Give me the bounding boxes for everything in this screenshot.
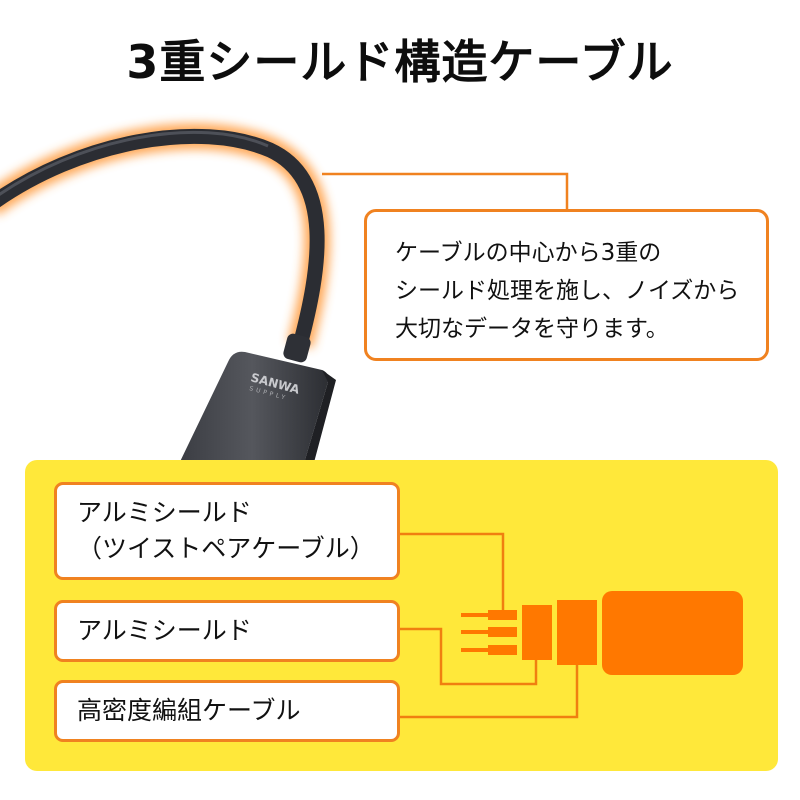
- layer-label-text: 高密度編組ケーブル: [77, 696, 301, 725]
- layer-label-text: アルミシールド: [77, 498, 252, 527]
- layer-label-twisted-pair-shield: アルミシールド （ツイストペアケーブル）: [54, 482, 400, 580]
- description-callout: ケーブルの中心から3重の シールド処理を施し、ノイズから 大切なデータを守ります…: [364, 209, 769, 361]
- layer-label-subtext: （ツイストペアケーブル）: [77, 534, 375, 563]
- callout-line-3: 大切なデータを守ります。: [395, 316, 669, 342]
- layer-label-aluminum-shield: アルミシールド: [54, 600, 400, 662]
- layer-label-text: アルミシールド: [77, 616, 252, 645]
- page-title: 3重シールド構造ケーブル: [126, 35, 674, 89]
- callout-line-1: ケーブルの中心から3重の: [395, 240, 662, 266]
- layer-label-braided-cable: 高密度編組ケーブル: [54, 680, 400, 742]
- callout-line-2: シールド処理を施し、ノイズから: [395, 278, 740, 304]
